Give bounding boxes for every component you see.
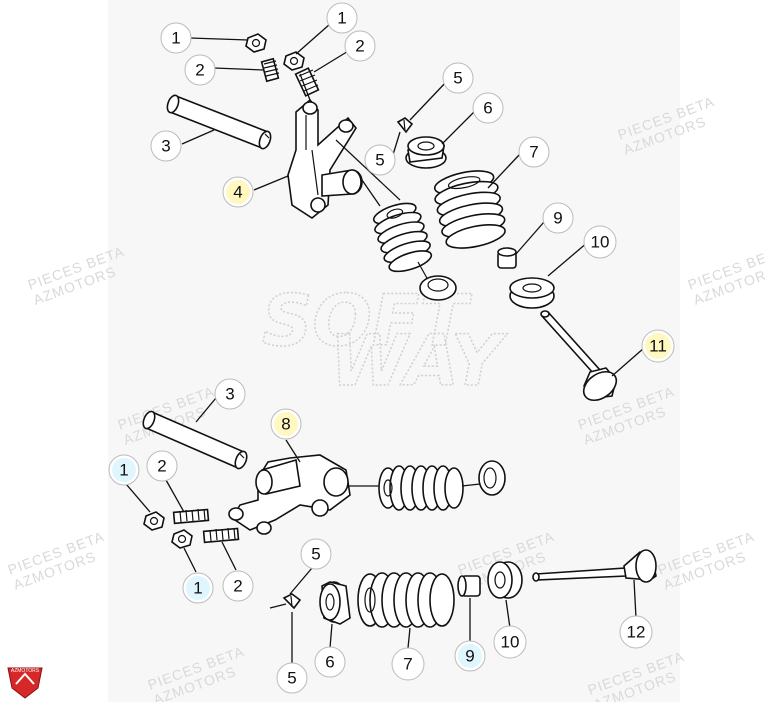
callout-number: 1 [193,579,202,598]
valve-spring-part [433,170,506,249]
callout-label: 2 [222,570,254,602]
top-assembly [166,33,618,402]
callout-number: 2 [233,577,242,596]
rocker-shaft-part [142,410,248,470]
valve-keeper-part [269,593,302,610]
spring-seat-part [509,277,555,309]
callout-label: 2 [184,54,216,86]
callout-label: 1 [326,2,358,34]
valve-stem-seal-part [457,575,481,597]
bottom-assembly [142,410,657,628]
callout-label: 6 [314,646,346,678]
callout-label: 6 [472,92,504,124]
callout-label: 8 [270,408,302,440]
callout-label: 5 [364,144,396,176]
callout-label: 9 [454,640,486,672]
adjusting-screw-part [294,67,320,97]
spring-retainer-part [405,136,447,169]
callout-label: 5 [300,538,332,570]
logo-text: AZMOTORS [11,668,40,674]
callout-label: 1 [108,454,140,486]
callout-number: 10 [591,233,610,252]
adjusting-screw-part [172,508,210,525]
callout-number: 7 [529,143,538,162]
spring-seat-part [487,561,523,599]
exhaust-valve-part [532,549,657,583]
callout-number: 1 [119,461,128,480]
nut-part [283,51,305,71]
callout-number: 1 [171,29,180,48]
callout-label: 2 [344,30,376,62]
spring-retainer-part [319,581,351,625]
callout-label: 2 [146,450,178,482]
valve-stem-seal-part [497,247,517,269]
callout-label: 11 [641,329,675,363]
callout-number: 3 [161,137,170,156]
rocker-arm-part [287,98,363,219]
callout-label: 10 [493,625,527,659]
nut-part [143,511,165,531]
callout-label: 5 [442,62,474,94]
callout-label: 1 [182,572,214,604]
callout-number: 6 [325,653,334,672]
assembled-valve-part [335,139,457,301]
callout-number: 11 [649,337,667,356]
callout-number: 3 [225,385,234,404]
callout-number: 9 [553,209,562,228]
callout-number: 8 [281,415,290,434]
callout-label: 9 [542,202,574,234]
callout-label: 3 [214,378,246,410]
callout-number: 4 [233,183,242,202]
callout-number: 5 [311,545,320,564]
valve-keeper-part [396,117,414,134]
callout-number: 2 [355,37,364,56]
callout-label: 7 [518,136,550,168]
callout-number: 6 [483,99,492,118]
callout-number: 5 [453,69,462,88]
exhaust-rocker-arm-part [228,454,351,535]
callout-label: 3 [150,130,182,162]
callout-label: 4 [222,176,254,208]
callout-number: 5 [287,669,296,688]
callout-number: 1 [337,9,346,28]
callout-number: 9 [465,647,474,666]
adjusting-screw-part [260,57,280,83]
adjusting-screw-part [202,527,240,544]
nut-part [245,33,267,53]
callout-group-top: 1 1 2 2 3 4 5 5 6 7 9 10 11 [150,2,675,363]
assembled-valve-part [348,460,506,511]
watermark-way: WAY [330,320,508,402]
callout-number: 12 [627,623,646,642]
callout-label: 7 [391,647,425,681]
callout-number: 2 [195,61,204,80]
brand-logo: AZMOTORS [7,667,43,699]
callout-label: 5 [276,662,308,694]
nut-part [171,529,193,549]
callout-label: 10 [583,225,617,259]
leader-lines [125,23,645,664]
callout-label: 12 [619,615,653,649]
callout-number: 5 [375,151,384,170]
valve-spring-part [357,572,455,628]
callout-number: 2 [157,457,166,476]
callout-label: 1 [160,22,192,54]
callout-group-bottom: 3 8 1 2 1 2 5 5 6 7 9 10 12 [108,378,653,694]
rocker-shaft-part [166,94,272,150]
callout-number: 7 [403,655,412,674]
intake-valve-part [540,310,618,402]
callout-number: 10 [501,633,520,652]
